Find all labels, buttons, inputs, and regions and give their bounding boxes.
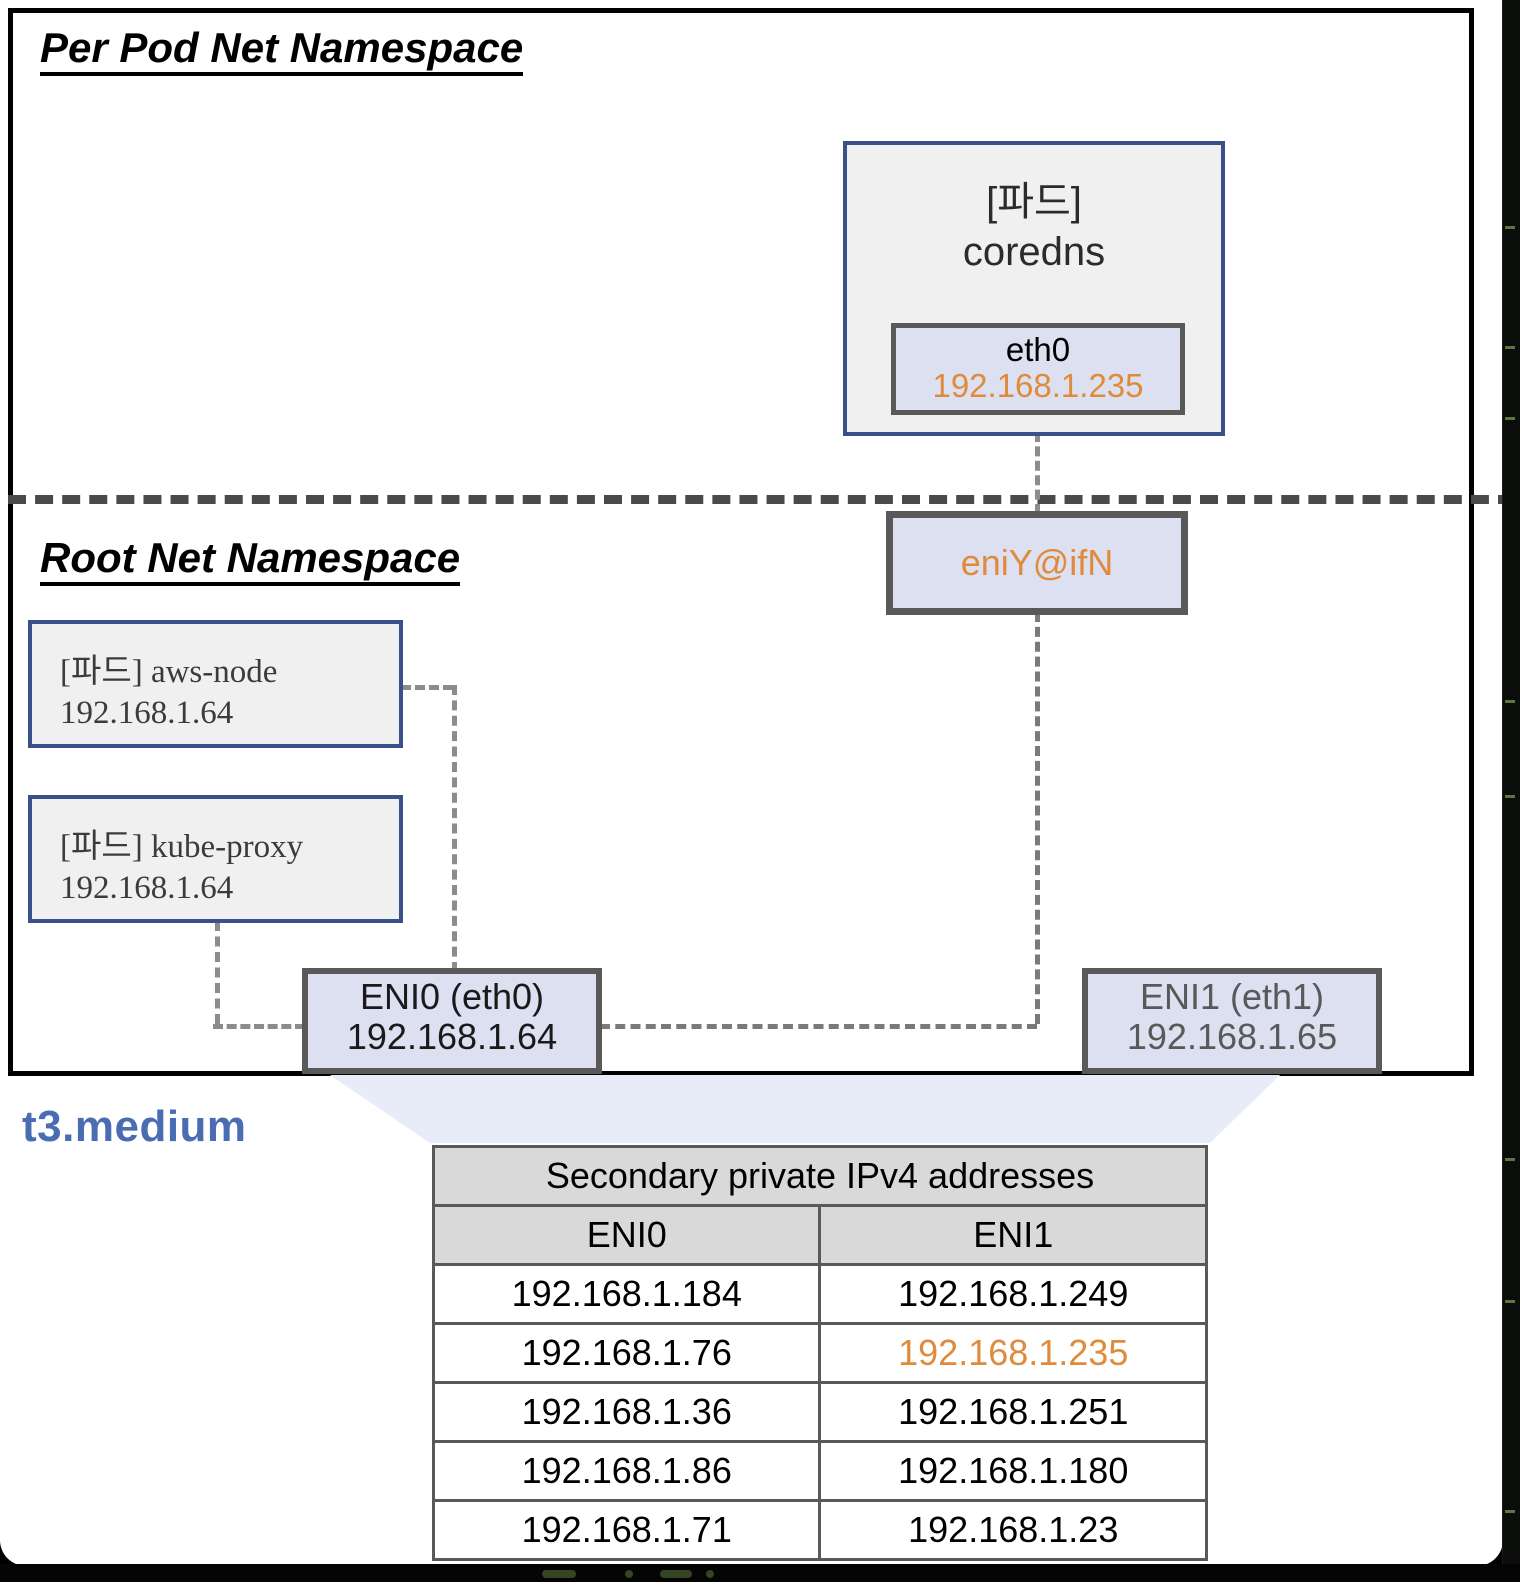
table-header-row: ENI0 ENI1 <box>431 1204 1208 1266</box>
coredns-eth0-interface: eth0 192.168.1.235 <box>891 323 1185 415</box>
eni1-name: ENI1 (eth1) <box>1139 976 1325 1017</box>
clipped-text-fragment <box>660 1570 692 1578</box>
minimap-tick <box>1505 226 1515 229</box>
cell-eni1-address: 192.168.1.249 <box>818 1263 1208 1325</box>
cell-eni0-address: 192.168.1.86 <box>431 1440 822 1502</box>
minimap-tick <box>1505 1510 1515 1513</box>
connector-awsnode-down-to-eni0 <box>452 685 457 972</box>
connector-awsnode-right <box>401 685 453 690</box>
aws-node-pod-ip: 192.168.1.64 <box>60 695 234 732</box>
cell-eni0-address: 192.168.1.36 <box>431 1381 822 1443</box>
aws-node-pod-label: [파드] aws-node <box>60 654 278 690</box>
veth-eniy-ifn-box: eniY@ifN <box>886 511 1188 615</box>
coredns-pod-label-line1: [파드] <box>986 180 1082 224</box>
clipped-text-fragment <box>542 1570 576 1578</box>
coredns-pod-label: [파드] coredns <box>847 177 1221 277</box>
minimap-tick <box>1505 346 1515 349</box>
cell-eni0-address: 192.168.1.76 <box>431 1322 822 1384</box>
minimap-tick <box>1505 1300 1515 1303</box>
per-pod-namespace-title: Per Pod Net Namespace <box>40 25 524 77</box>
minimap-tick <box>1505 417 1515 420</box>
table-col-eni0: ENI0 <box>431 1204 822 1266</box>
coredns-pod-box: [파드] coredns eth0 192.168.1.235 <box>843 141 1225 436</box>
connector-veth-down <box>1035 612 1040 1024</box>
minimap-tick <box>1505 700 1515 703</box>
cell-eni0-address: 192.168.1.184 <box>431 1263 822 1325</box>
coredns-pod-label-line2: coredns <box>962 230 1106 274</box>
minimap-tick <box>1505 1158 1515 1161</box>
root-namespace-title: Root Net Namespace <box>40 535 461 587</box>
connector-kubeproxy-to-eni0 <box>213 1024 305 1029</box>
connector-veth-to-eni0 <box>600 1024 1037 1029</box>
bottom-clipped-band <box>0 1564 1520 1582</box>
cell-eni1-address: 192.168.1.180 <box>818 1440 1208 1502</box>
clipped-text-fragment <box>706 1570 714 1578</box>
eni0-ip: 192.168.1.64 <box>346 1016 558 1058</box>
clipped-text-fragment <box>625 1570 633 1578</box>
eni1-ip: 192.168.1.65 <box>1126 1016 1338 1058</box>
table-title-row: Secondary private IPv4 addresses <box>432 1145 1208 1207</box>
eni0-box: ENI0 (eth0) 192.168.1.64 <box>302 968 602 1074</box>
eni-to-table-funnel <box>330 1075 1280 1143</box>
coredns-eth0-name: eth0 <box>1005 331 1071 368</box>
slide-page: Per Pod Net Namespace Root Net Namespace… <box>0 0 1503 1566</box>
veth-eniy-ifn-label: eniY@ifN <box>960 542 1114 583</box>
cell-eni1-address: 192.168.1.235 <box>818 1322 1208 1384</box>
secondary-ip-table: Secondary private IPv4 addresses ENI0 EN… <box>431 1145 1208 1561</box>
editor-minimap-strip[interactable] <box>1502 0 1520 1582</box>
eni1-box: ENI1 (eth1) 192.168.1.65 <box>1082 968 1382 1074</box>
connector-coredns-eth0-to-veth <box>1035 432 1040 514</box>
namespace-divider <box>8 495 1503 504</box>
kube-proxy-pod-ip: 192.168.1.64 <box>60 870 234 907</box>
table-title: Secondary private IPv4 addresses <box>432 1145 1208 1207</box>
eni0-name: ENI0 (eth0) <box>359 976 545 1017</box>
cell-eni1-address: 192.168.1.251 <box>818 1381 1208 1443</box>
instance-type-label: t3.medium <box>22 1102 247 1151</box>
table-col-eni1: ENI1 <box>818 1204 1208 1266</box>
minimap-tick <box>1505 795 1515 798</box>
kube-proxy-pod-label: [파드] kube-proxy <box>60 829 304 865</box>
cell-eni1-address: 192.168.1.23 <box>818 1499 1208 1561</box>
aws-node-pod-box: [파드] aws-node 192.168.1.64 <box>28 620 403 748</box>
kube-proxy-pod-box: [파드] kube-proxy 192.168.1.64 <box>28 795 403 923</box>
connector-kubeproxy-down <box>215 921 220 1024</box>
cell-eni0-address: 192.168.1.71 <box>431 1499 822 1561</box>
coredns-eth0-ip: 192.168.1.235 <box>932 367 1144 405</box>
